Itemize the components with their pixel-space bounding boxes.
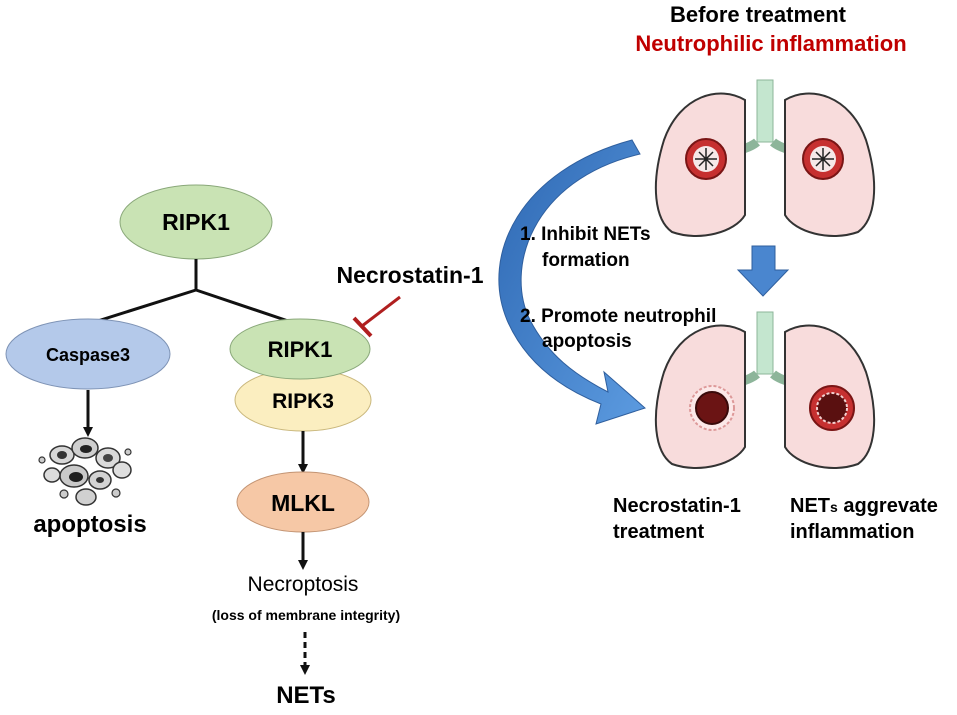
lungs-after-icon [654, 311, 876, 469]
before-treatment-heading: Before treatment [670, 2, 847, 27]
ripk1-complex-node [229, 318, 371, 380]
apoptosis-label: apoptosis [33, 511, 146, 538]
apoptotic-cells-icon [38, 437, 132, 506]
inhibition-bar [352, 316, 373, 338]
effect-1-line2: formation [542, 250, 630, 271]
outcome-left-line1: Necrostatin-1 [613, 495, 741, 517]
inhibition-line [361, 295, 401, 328]
necrostatin-label: Necrostatin-1 [337, 262, 484, 288]
outcome-right-line1: NETs aggrevate [790, 495, 938, 517]
down-arrow [736, 245, 790, 297]
outcome-right-rest: aggrevate [838, 495, 938, 517]
branch-right [195, 288, 301, 327]
condition-heading: Neutrophilic inflammation [635, 31, 906, 56]
outcome-right-sub: s [830, 499, 838, 515]
effect-2-line1: 2. Promote neutrophil [520, 306, 716, 327]
ripk1-top-label: RIPK1 [162, 209, 230, 235]
necroptosis-note: (loss of membrane integrity) [212, 607, 400, 623]
outcome-left-line2: treatment [613, 521, 704, 543]
nets-label: NETs [276, 682, 336, 709]
necroptosis-label: Necroptosis [248, 573, 359, 596]
lungs-before-icon [654, 79, 876, 237]
curved-treatment-arrow [498, 139, 646, 425]
ripk1-complex-label: RIPK1 [268, 337, 333, 362]
caspase3-node [5, 318, 171, 390]
outcome-right-nets: NET [790, 495, 830, 517]
mlkl-label: MLKL [271, 490, 335, 516]
caspase3-label: Caspase3 [46, 345, 130, 365]
outcome-right-line2: inflammation [790, 521, 914, 543]
ripk3-label: RIPK3 [272, 390, 334, 413]
effect-1-line1: 1. Inhibit NETs [520, 224, 651, 245]
effect-2-line2: apoptosis [542, 331, 632, 352]
